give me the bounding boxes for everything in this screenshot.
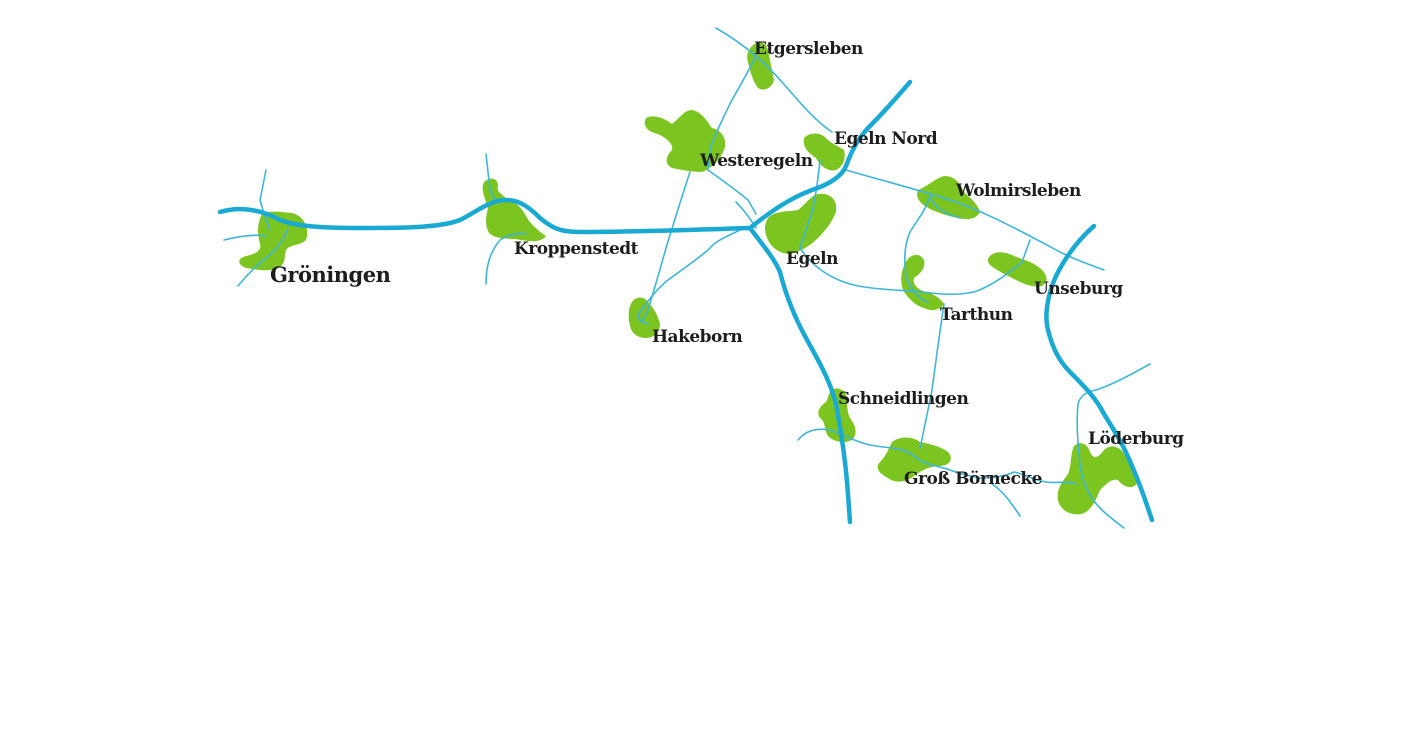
town-label-gross-boernecke: Groß Börnecke — [904, 469, 1043, 489]
town-label-groeningen: Gröningen — [270, 262, 391, 287]
main-road-north — [747, 79, 913, 231]
town-area-wolmirsleben — [917, 176, 980, 220]
minor-road — [485, 232, 527, 285]
main-road-west-east — [217, 197, 753, 235]
minor-road — [1076, 363, 1151, 529]
main-road-south — [747, 225, 853, 525]
town-area-kroppenstedt — [482, 178, 546, 242]
minor-road — [919, 303, 945, 449]
minor-road — [904, 195, 931, 303]
town-label-egeln-nord: Egeln Nord — [834, 129, 938, 149]
town-label-schneidlingen: Schneidlingen — [838, 389, 968, 409]
town-area-egeln-nord — [803, 133, 845, 171]
town-label-etgersleben: Etgersleben — [754, 39, 863, 59]
town-label-wolmirsleben: Wolmirsleben — [955, 181, 1081, 201]
town-area-unseburg — [987, 252, 1047, 287]
town-label-kroppenstedt: Kroppenstedt — [514, 239, 639, 259]
town-label-loederburg: Löderburg — [1088, 429, 1184, 449]
town-area-egeln — [765, 193, 837, 254]
minor-road — [223, 234, 267, 241]
minor-road — [799, 239, 1031, 296]
minor-road — [707, 55, 757, 215]
town-label-westeregeln: Westeregeln — [699, 151, 813, 171]
minor-road — [637, 229, 741, 325]
minor-road — [485, 153, 497, 203]
main-roads — [217, 79, 1155, 525]
minor-road — [715, 27, 833, 133]
town-labels: Gröningen Kroppenstedt Etgersleben Weste… — [270, 39, 1185, 489]
town-label-tarthun: Tarthun — [940, 305, 1013, 325]
minor-road — [259, 169, 271, 231]
town-area-loederburg — [1057, 443, 1138, 515]
main-road-east — [1044, 223, 1155, 523]
town-area-groeningen — [239, 211, 308, 271]
minor-roads — [223, 27, 1151, 529]
town-label-egeln: Egeln — [786, 249, 838, 269]
town-area-tarthun — [901, 254, 944, 311]
town-label-hakeborn: Hakeborn — [652, 327, 742, 347]
minor-road — [237, 227, 289, 287]
minor-road — [845, 169, 1105, 271]
minor-road — [799, 159, 821, 249]
minor-road — [991, 483, 1021, 517]
minor-road — [929, 195, 961, 219]
town-area-westeregeln — [644, 110, 726, 172]
town-label-unseburg: Unseburg — [1034, 279, 1123, 299]
